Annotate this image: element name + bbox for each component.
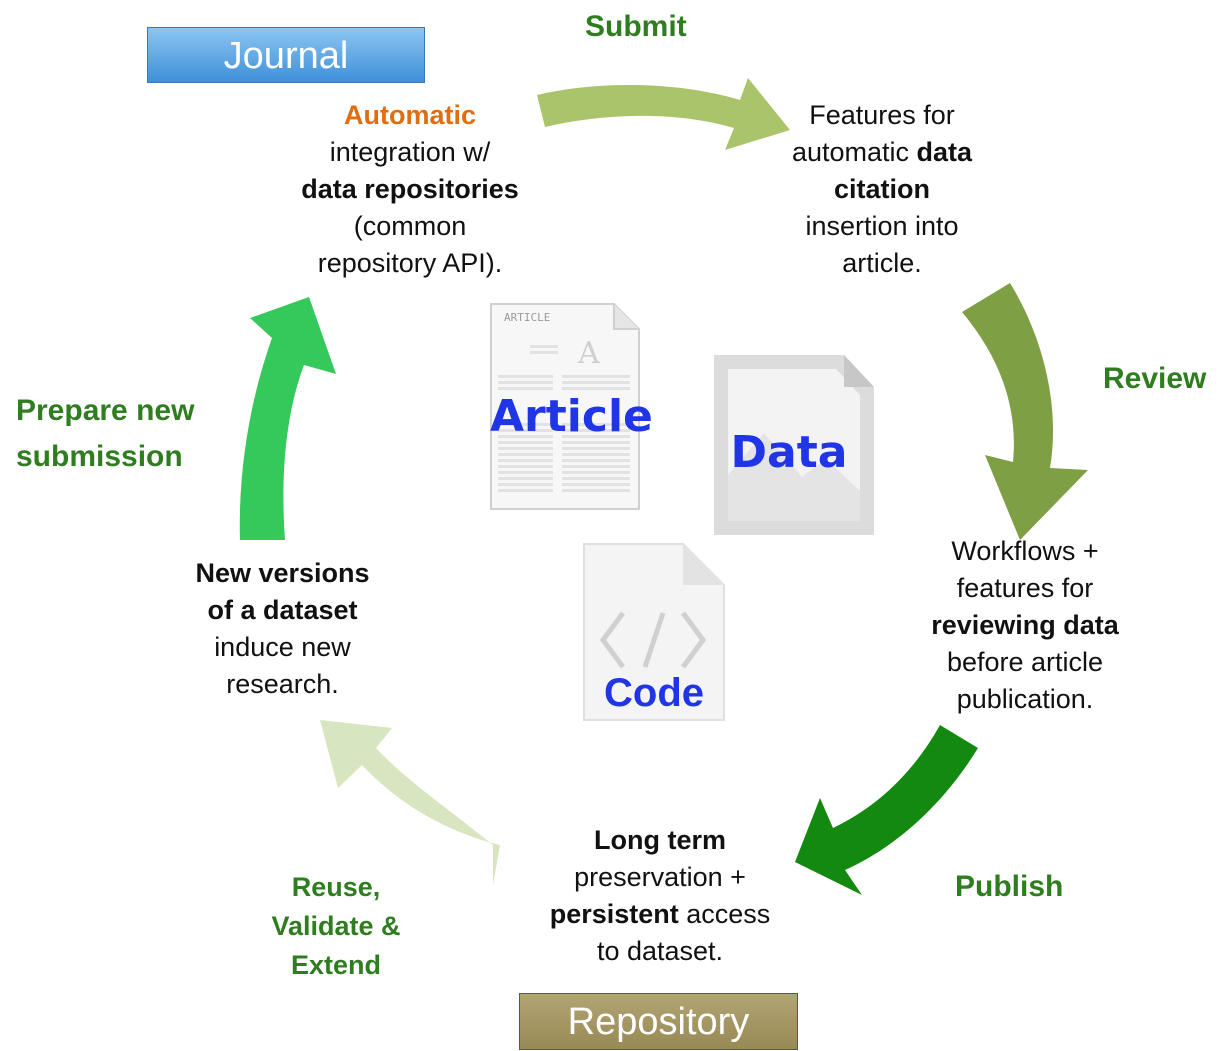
data-page-graphic: [714, 355, 874, 535]
svg-text:A: A: [577, 336, 600, 371]
versions-text: New versions of a dataset induce new res…: [160, 555, 405, 703]
article-page-graphic: A: [490, 303, 640, 510]
preservation-line-3-rest: access: [678, 899, 771, 929]
journal-box: Journal: [147, 27, 425, 83]
review-line-1: Workflows +: [951, 536, 1099, 566]
integration-line-2: integration w/: [329, 137, 491, 167]
article-document-icon: A ARTICLE Article: [490, 303, 653, 510]
code-label: Code: [604, 671, 704, 715]
code-page-graphic: [583, 543, 725, 721]
publish-arrow: [795, 725, 978, 895]
prepare-arrow: [239, 297, 336, 540]
versions-line-2: of a dataset: [207, 595, 358, 625]
submit-arrow: [537, 78, 790, 150]
prepare-line-1: Prepare new: [16, 394, 195, 427]
versions-line-1: New versions: [195, 558, 370, 588]
preservation-line-3-bold: persistent: [549, 899, 679, 929]
integration-text: Automatic integration w/ data repositori…: [265, 97, 555, 282]
integration-line-1: Automatic: [343, 100, 476, 130]
stage-label-submit: Submit: [585, 10, 687, 43]
code-document-icon: Code: [583, 543, 725, 721]
article-header-text: ARTICLE: [504, 311, 551, 324]
integration-line-5: repository API).: [317, 248, 503, 278]
data-label: Data: [730, 427, 848, 478]
integration-line-4: (common: [353, 211, 467, 241]
stage-label-review: Review: [1103, 362, 1207, 395]
versions-line-4: research.: [226, 669, 339, 699]
review-line-4: before article: [946, 647, 1104, 677]
versions-line-3: induce new: [214, 632, 351, 662]
preservation-line-1: Long term: [594, 825, 726, 855]
review-line-3: reviewing data: [931, 610, 1119, 640]
review-line-2: features for: [956, 573, 1094, 603]
citation-line-2-pre: automatic: [791, 137, 917, 167]
reuse-arrow: [320, 720, 500, 885]
data-document-icon: Data: [714, 355, 874, 535]
citation-line-3: citation: [833, 174, 930, 204]
stage-label-reuse: Reuse, Validate & Extend: [258, 868, 414, 985]
prepare-line-2: submission: [16, 440, 183, 473]
citation-line-2-bold: data: [916, 137, 973, 167]
citation-line-1: Features for: [809, 100, 955, 130]
preservation-text: Long term preservation + persistent acce…: [520, 822, 800, 970]
citation-line-4: insertion into: [805, 211, 959, 241]
review-arrow: [962, 283, 1088, 540]
repository-box: Repository: [519, 993, 798, 1050]
stage-label-publish: Publish: [955, 870, 1064, 903]
integration-line-3: data repositories: [301, 174, 519, 204]
reuse-line-1: Reuse,: [291, 872, 381, 902]
preservation-line-4: to dataset.: [596, 936, 724, 966]
article-label: Article: [490, 391, 653, 442]
stage-label-prepare: Prepare new submission: [16, 388, 194, 480]
citation-text: Features for automatic data citation ins…: [757, 97, 1007, 282]
preservation-line-2: preservation +: [574, 862, 746, 892]
citation-line-5: article.: [842, 248, 922, 278]
review-text: Workflows + features for reviewing data …: [900, 533, 1150, 718]
review-line-5: publication.: [956, 684, 1094, 714]
reuse-line-3: Extend: [290, 950, 382, 980]
reuse-line-2: Validate &: [271, 911, 401, 941]
